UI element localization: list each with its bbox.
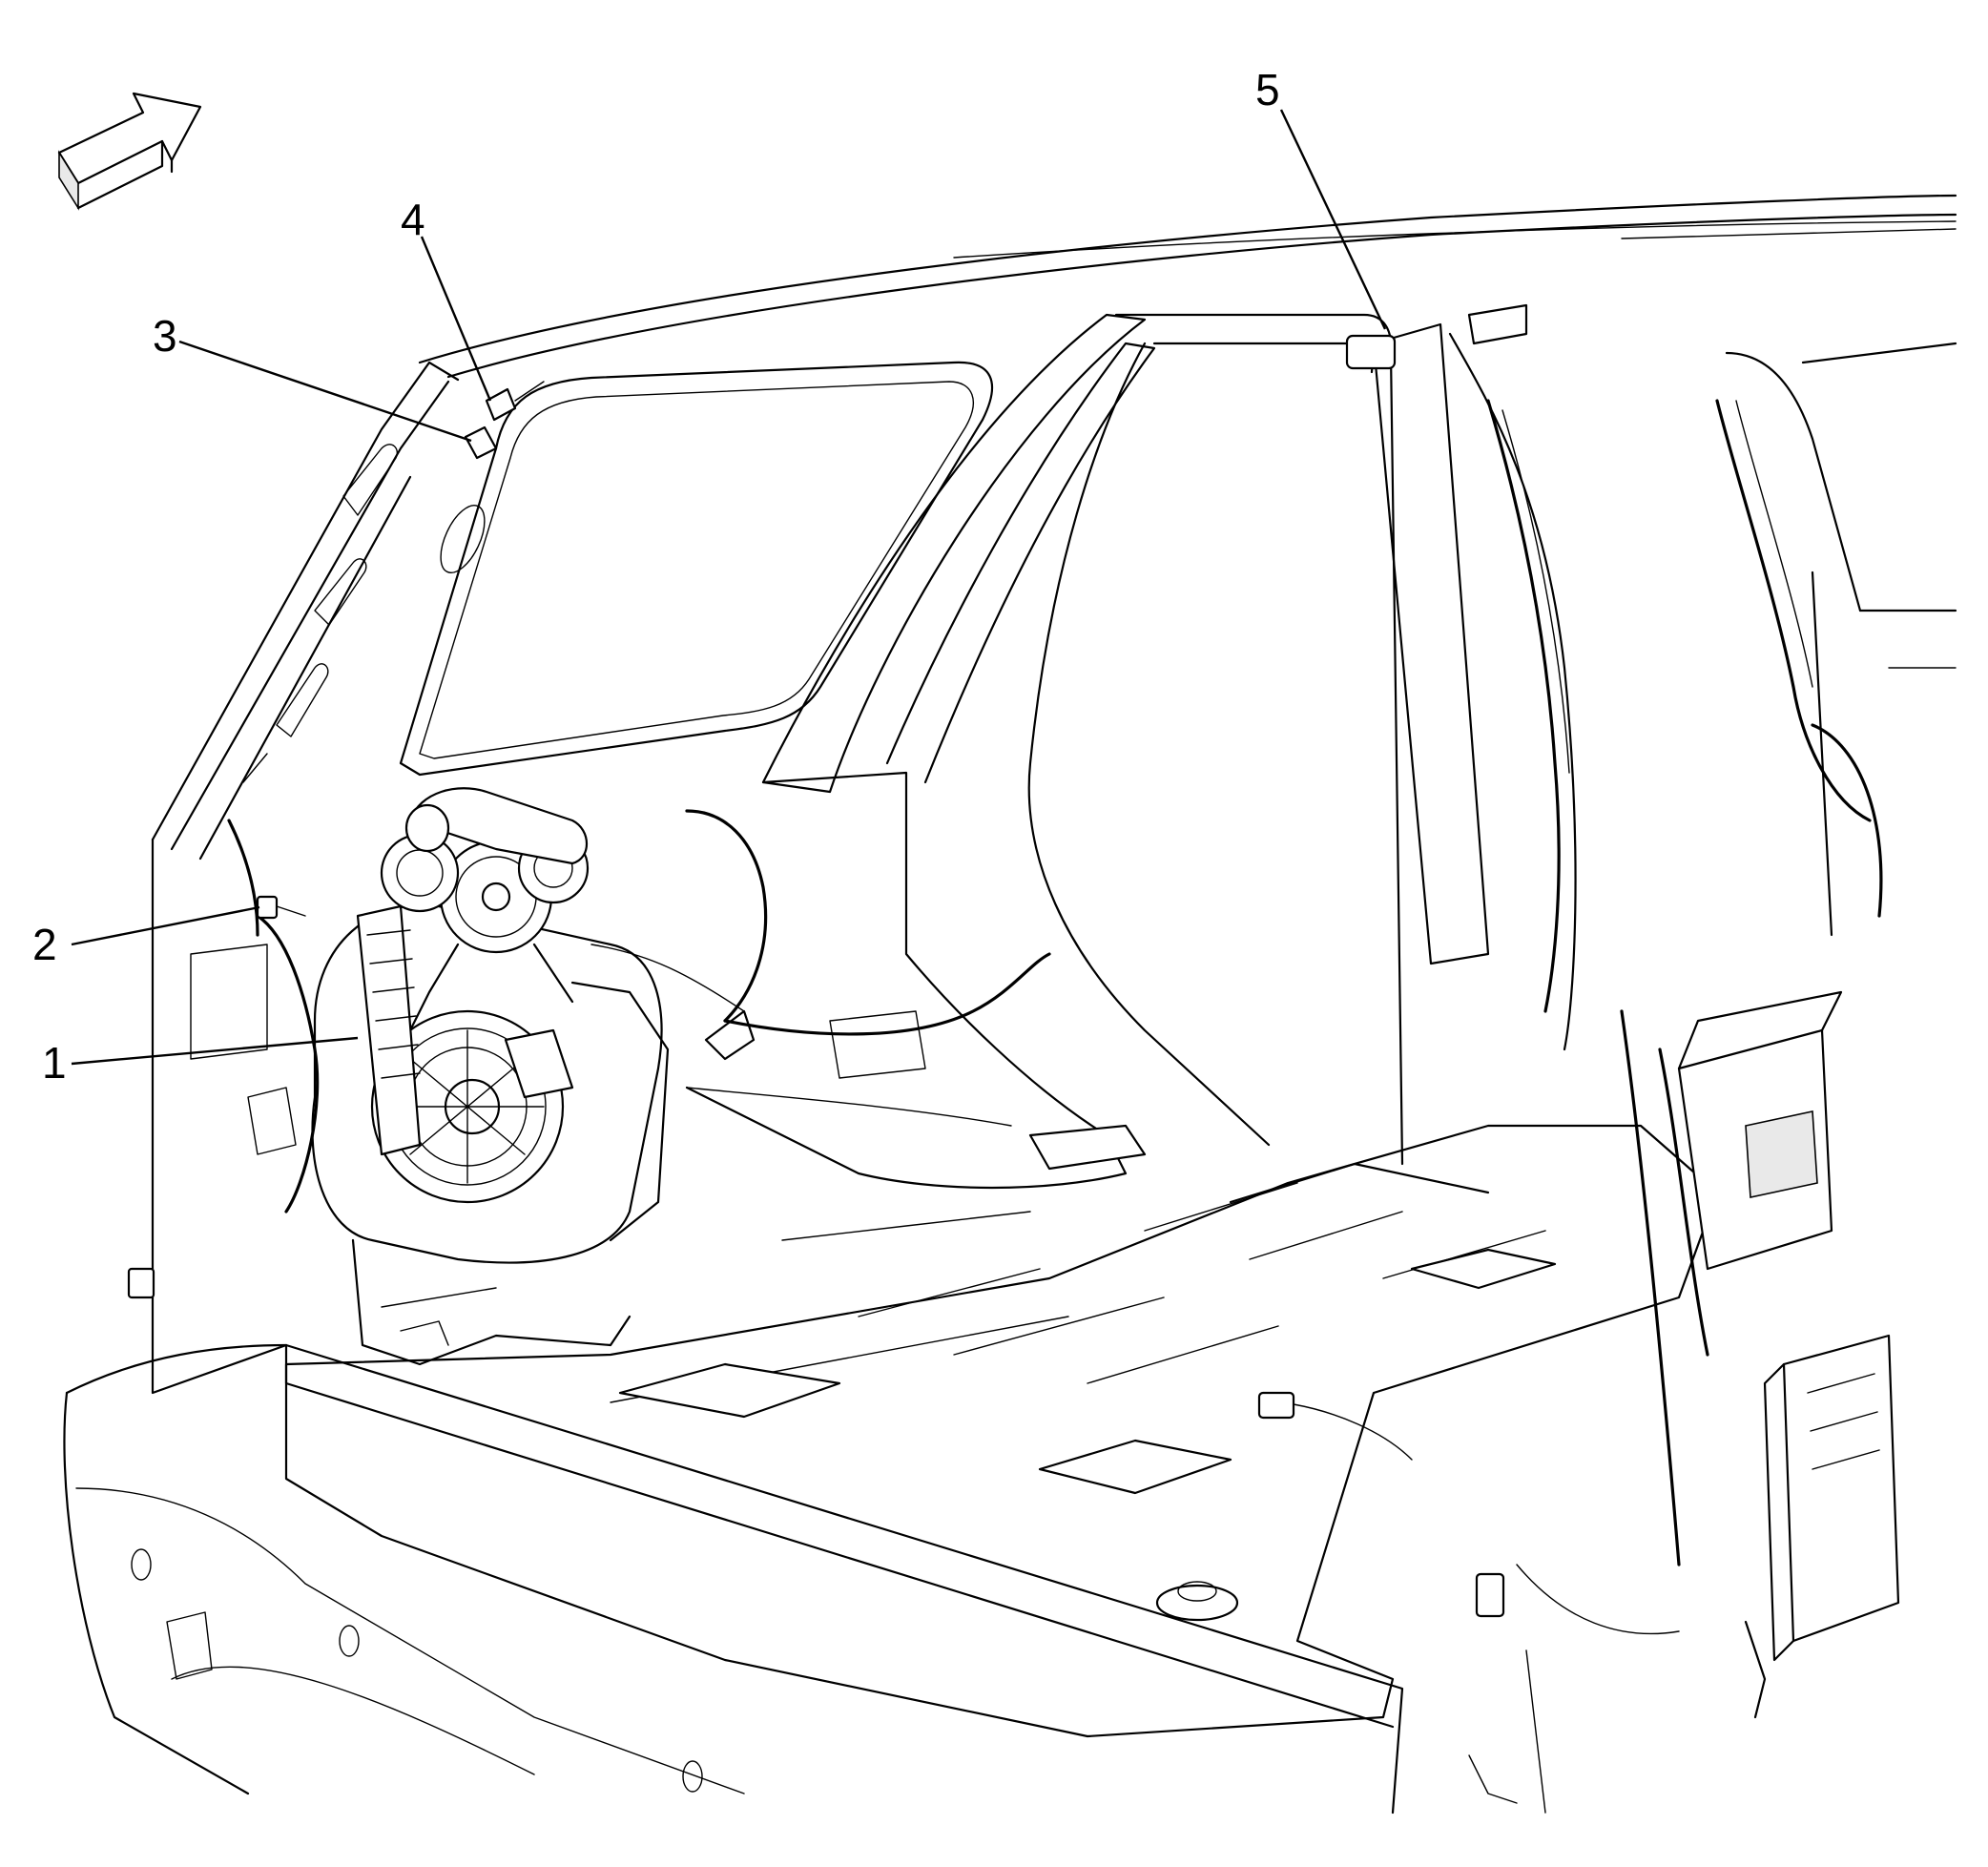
left-wiring-harness: [227, 809, 1051, 1214]
callout-1: 1: [42, 1038, 67, 1088]
callout-5: 5: [1255, 65, 1280, 114]
roof-outline: [418, 194, 1957, 379]
leader-lines: [71, 109, 1387, 1066]
center-pillar: [761, 313, 1156, 794]
b-pillar: [1345, 303, 1577, 1051]
callout-2: 2: [32, 920, 57, 969]
far-right-frame: [1725, 342, 1957, 937]
connectors-3-4: [464, 381, 545, 460]
connector-4: [485, 387, 517, 422]
connector-3: [464, 425, 498, 460]
leader-line-4: [420, 236, 492, 402]
leader-line-3: [178, 340, 472, 443]
left-pillar: [151, 361, 460, 861]
electronic-module-right: [1257, 990, 1900, 1719]
forward-arrow-icon: [57, 92, 202, 211]
liftgate-motor: [380, 787, 590, 1051]
connector-2: [256, 895, 306, 920]
rear-bumper: [63, 1343, 1546, 1815]
module-1: [356, 904, 422, 1156]
right-door-opening: [1027, 313, 1404, 1166]
left-lower-trim: [127, 838, 297, 1395]
upper-right-harness: [1715, 399, 1872, 822]
callout-4: 4: [401, 195, 425, 244]
connector-5: [1345, 334, 1397, 370]
callout-labels: 1 2 3 4 5: [32, 65, 1280, 1088]
callout-3: 3: [153, 311, 177, 361]
leader-line-1: [71, 1036, 359, 1066]
leader-line-5: [1279, 109, 1387, 330]
left-quarter-window: [399, 361, 994, 777]
leader-line-2: [71, 905, 260, 946]
wheelhouse: [685, 771, 1147, 1241]
cargo-floor: [284, 1124, 1719, 1738]
